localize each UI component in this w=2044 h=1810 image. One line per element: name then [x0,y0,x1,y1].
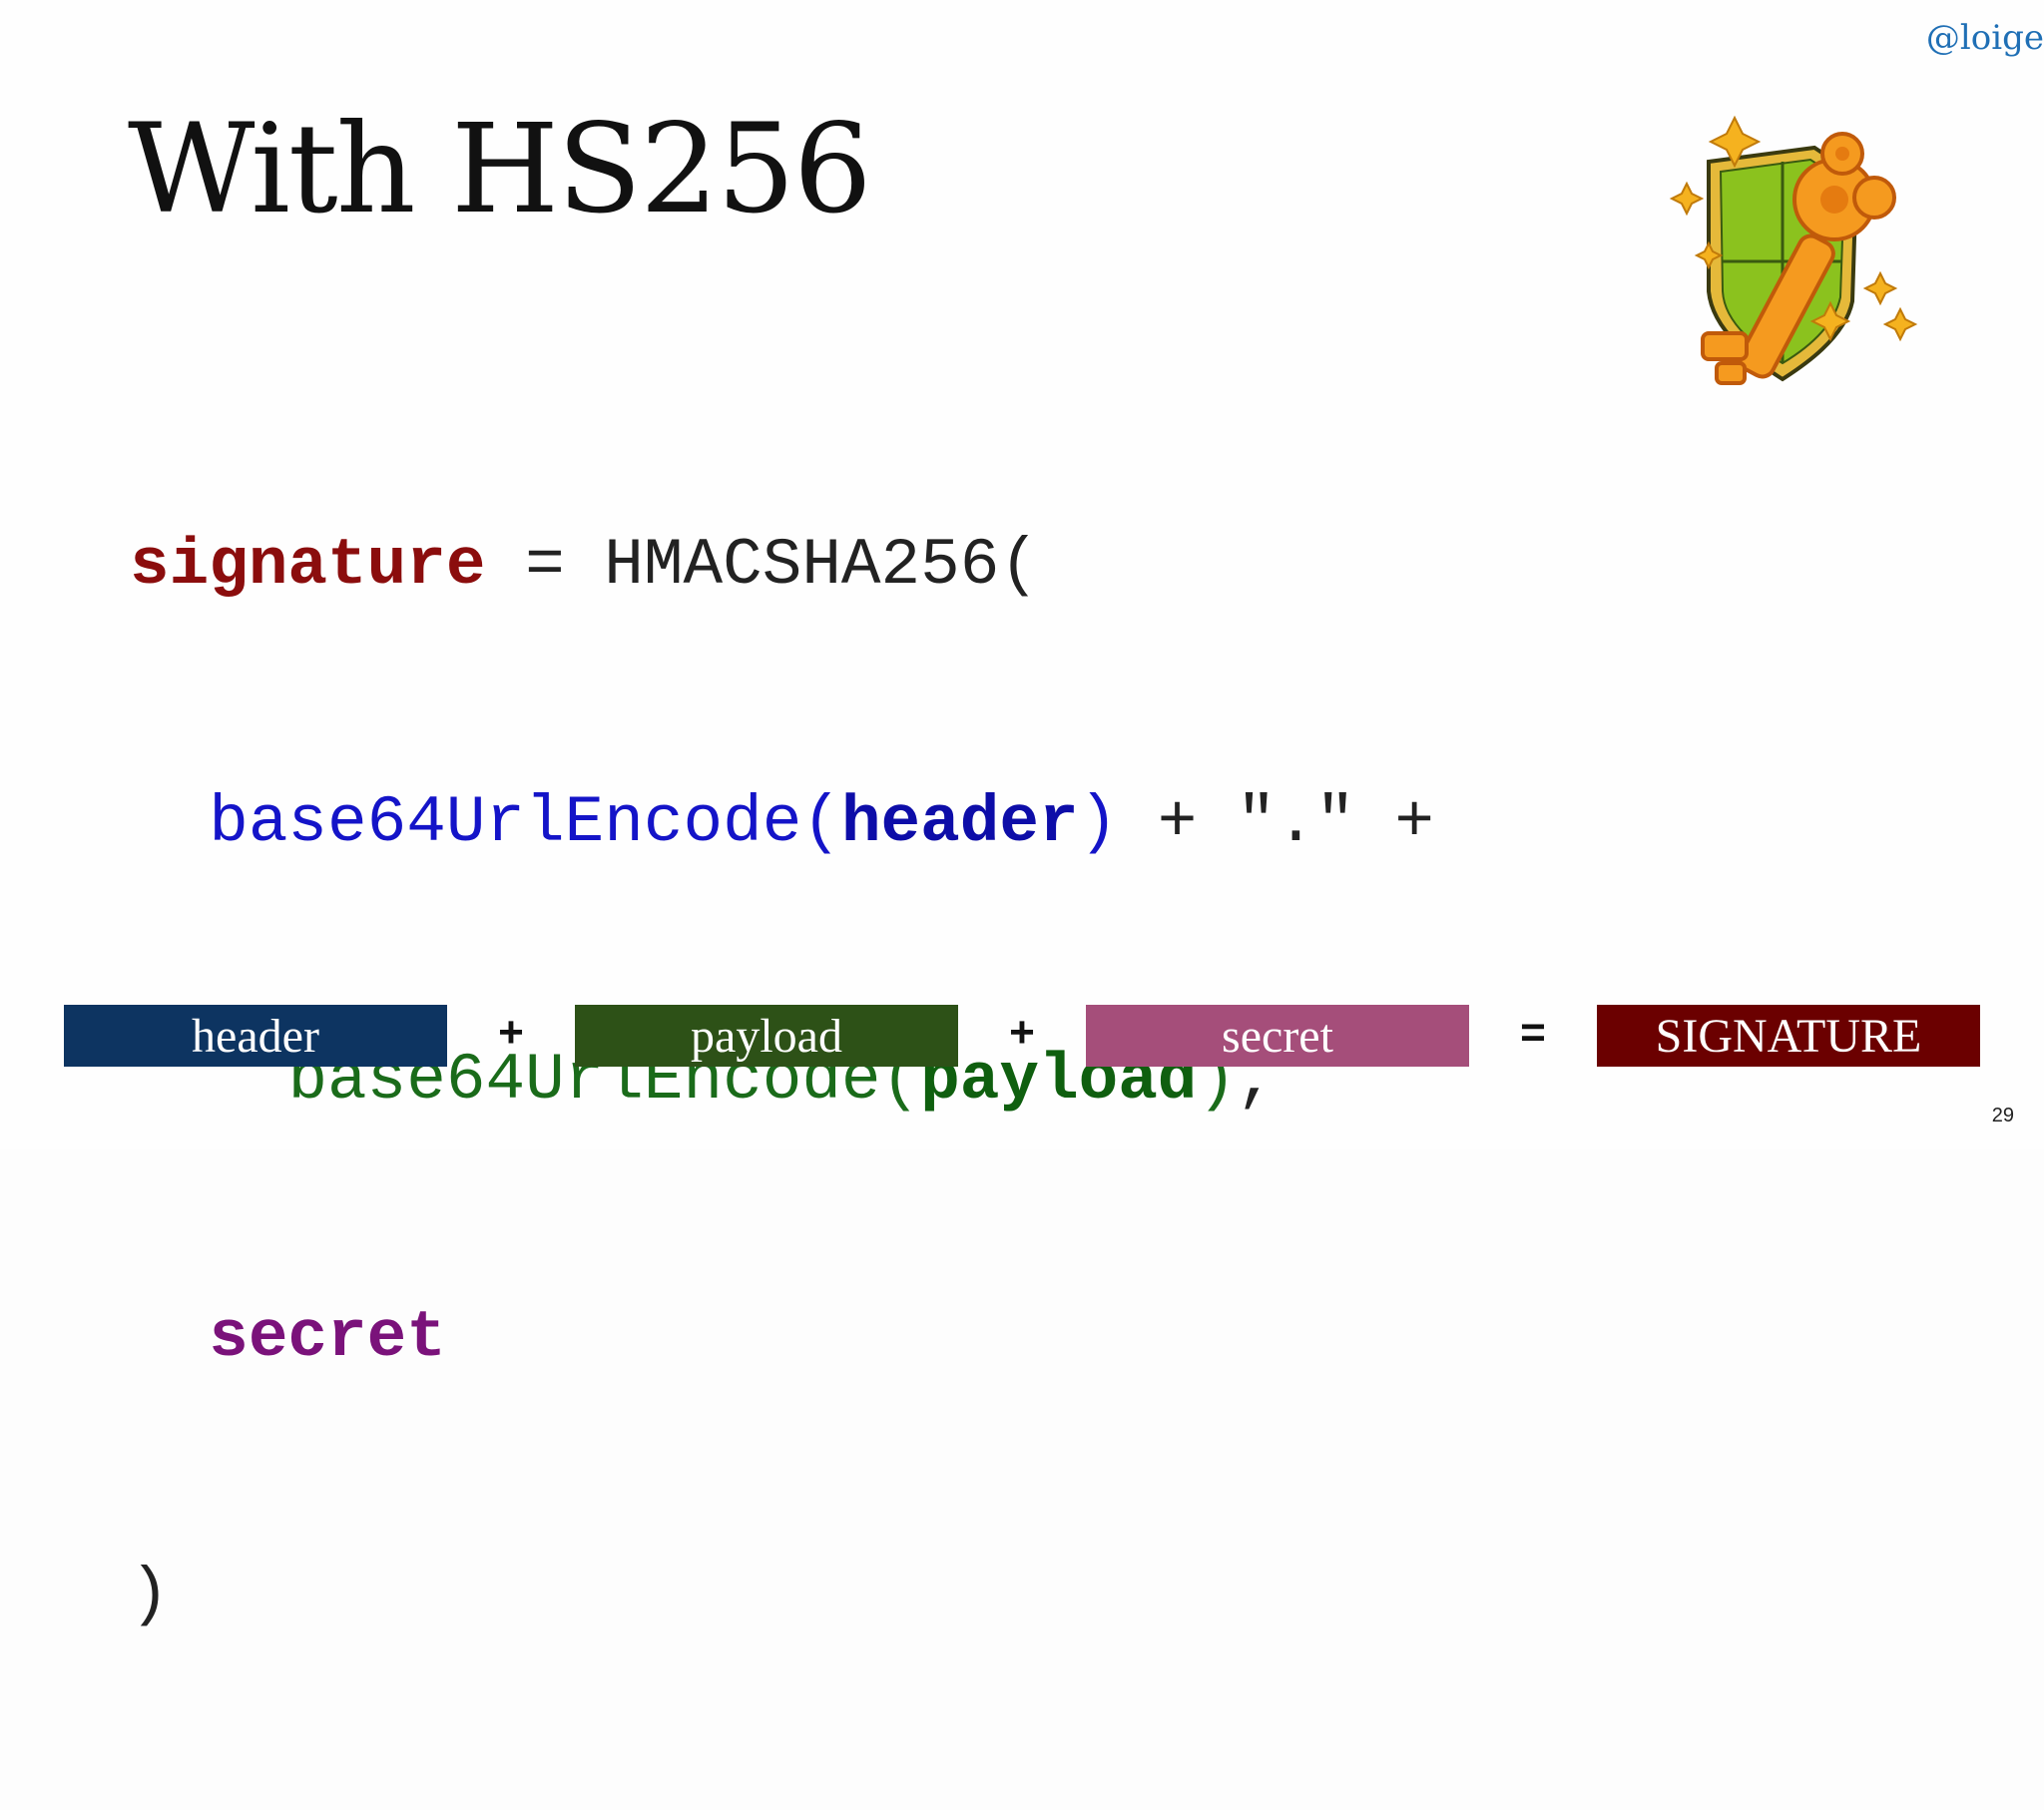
code-paren: ( [999,528,1039,603]
code-eq: = [485,528,605,603]
code-line-4: secret [130,1295,1434,1381]
equation-header-block: header [64,1005,447,1067]
equation-plus: + [498,1008,524,1057]
code-fn: HMACSHA256 [604,528,1000,603]
code-paren: ) [130,1558,170,1632]
page-number: 29 [1991,1105,2014,1127]
code-line-2: base64UrlEncode(header) + "." + [130,780,1434,866]
shield-key-icon [1665,112,1924,401]
slide: @loige With HS256 [64,18,2044,1632]
code-line-1: signature = HMACSHA256( [130,523,1434,609]
code-paren: ) [1078,785,1119,860]
code-concat: + "." + [1118,785,1435,860]
code-arg: header [840,785,1079,860]
code-block: signature = HMACSHA256( base64UrlEncode(… [130,351,1434,1810]
code-var: signature [130,528,486,603]
code-arg: secret [209,1300,446,1375]
twitter-handle[interactable]: @loige [1925,18,2044,58]
slide-title: With HS256 [128,98,872,241]
code-paren: ( [801,785,841,860]
code-line-5: ) [130,1553,1434,1638]
equation-plus: + [1009,1008,1035,1057]
equation-equals: = [1520,1008,1546,1057]
equation-payload-block: payload [575,1005,958,1067]
equation-signature-block: SIGNATURE [1597,1005,1980,1067]
code-fn: base64UrlEncode [209,785,802,860]
equation-secret-block: secret [1086,1005,1469,1067]
